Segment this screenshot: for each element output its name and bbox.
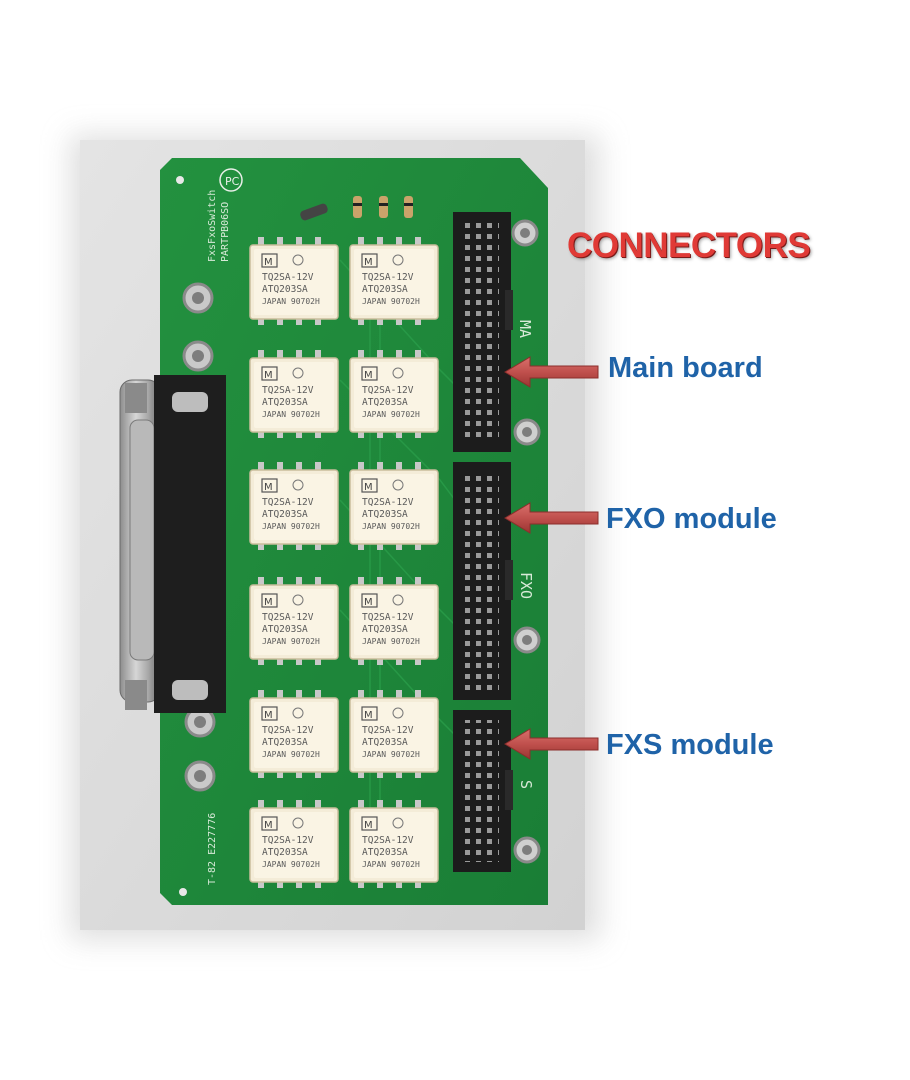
fxs-module-label: FXS module [606, 729, 774, 761]
relay-text: JAPAN 90702H [262, 637, 320, 646]
relay-text: JAPAN 90702H [262, 522, 320, 531]
relay-logo: M [364, 482, 373, 493]
silk-main-label: MA [516, 320, 534, 338]
relay-text: TQ2SA-12V [362, 497, 414, 508]
relay-logo: M [364, 820, 373, 831]
silk-fxo-label: FXO [517, 572, 535, 599]
relay-logo: M [264, 820, 273, 831]
relay-text: JAPAN 90702H [262, 410, 320, 419]
relay-text: JAPAN 90702H [362, 522, 420, 531]
relay-text: TQ2SA-12V [362, 725, 414, 736]
relay-text: TQ2SA-12V [262, 725, 314, 736]
relay-text: ATQ203SA [362, 847, 408, 858]
small-components [300, 196, 413, 221]
silk-board-name: FxsFxoSwitch [207, 190, 218, 262]
relay-logo: M [364, 257, 373, 268]
connectors-title: CONNECTORS [567, 226, 811, 265]
arrow-main-board [504, 356, 599, 388]
relay-text: JAPAN 90702H [362, 297, 420, 306]
relay-logo: M [264, 370, 273, 381]
relay-text: JAPAN 90702H [262, 750, 320, 759]
main-board-label: Main board [608, 352, 763, 384]
arrow-fxo-module [504, 502, 599, 534]
relay-text: ATQ203SA [262, 624, 308, 635]
relay-text: ATQ203SA [362, 737, 408, 748]
relay-text: JAPAN 90702H [262, 860, 320, 869]
relay-text: ATQ203SA [362, 397, 408, 408]
relay-logo: M [264, 597, 273, 608]
relay-text: TQ2SA-12V [262, 385, 314, 396]
relay-logo: M [264, 710, 273, 721]
relay-text: ATQ203SA [262, 509, 308, 520]
relay-text: ATQ203SA [262, 847, 308, 858]
arrow-fxs-module [504, 728, 599, 760]
relay-text: ATQ203SA [362, 509, 408, 520]
relay-text: TQ2SA-12V [262, 272, 314, 283]
fxo-module-label: FXO module [606, 503, 777, 535]
relay-text: ATQ203SA [262, 737, 308, 748]
relay-text: TQ2SA-12V [362, 612, 414, 623]
silk-part-number: PARTPB06SO [220, 202, 231, 262]
mounting-holes [176, 176, 541, 896]
relay-text: ATQ203SA [262, 284, 308, 295]
relay-text: JAPAN 90702H [362, 860, 420, 869]
dsub-connector [119, 375, 226, 713]
relay-logo: M [264, 257, 273, 268]
header-fxs-module [453, 710, 513, 872]
relay-text: ATQ203SA [262, 397, 308, 408]
silk-fxs-label: S [517, 780, 535, 789]
relay-text: JAPAN 90702H [362, 410, 420, 419]
relay-logo: M [364, 597, 373, 608]
relay-logo: M [364, 370, 373, 381]
relay-text: TQ2SA-12V [362, 385, 414, 396]
relay-text: TQ2SA-12V [262, 497, 314, 508]
relay-logo: M [364, 710, 373, 721]
svg-text:PC: PC [225, 175, 240, 188]
relay-text: JAPAN 90702H [362, 637, 420, 646]
relay-text: TQ2SA-12V [262, 835, 314, 846]
relay-text: JAPAN 90702H [362, 750, 420, 759]
relay-text: TQ2SA-12V [362, 835, 414, 846]
silk-date-code: T-82 E227776 [207, 813, 218, 885]
relay-text: TQ2SA-12V [262, 612, 314, 623]
header-fxo-module [453, 462, 513, 700]
relay-text: TQ2SA-12V [362, 272, 414, 283]
relay-text: ATQ203SA [362, 624, 408, 635]
relay-logo: M [264, 482, 273, 493]
relay-text: ATQ203SA [362, 284, 408, 295]
relay-text: JAPAN 90702H [262, 297, 320, 306]
header-main-board [453, 212, 513, 452]
